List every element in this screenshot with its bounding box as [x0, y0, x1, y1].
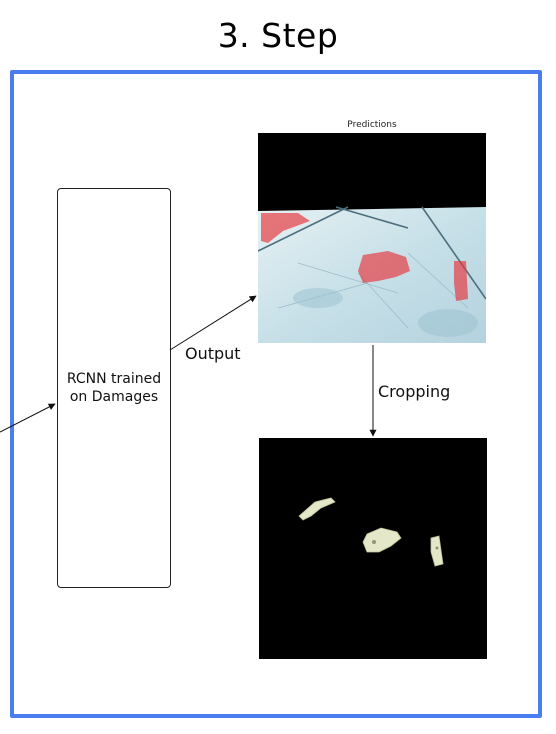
cropped-photo [259, 438, 487, 659]
rcnn-model-label: RCNN trained on Damages [66, 371, 162, 405]
cropped-damage-1 [298, 497, 336, 521]
output-label: Output [185, 344, 241, 363]
damage-mask-1 [261, 213, 310, 243]
damage-mask-2 [358, 251, 410, 283]
cropped-damage-3 [430, 535, 444, 567]
predictions-caption: Predictions [347, 120, 397, 130]
input-arrow [0, 403, 56, 433]
output-arrow [169, 295, 257, 351]
cropping-label: Cropping [378, 382, 451, 401]
step-frame [10, 70, 542, 718]
cropped-damage-2 [362, 527, 402, 553]
predictions-photo [257, 133, 487, 343]
predictions-image [257, 133, 487, 343]
step-title: 3. Step [217, 16, 339, 55]
rcnn-model-box: RCNN trained on Damages [57, 188, 171, 588]
damage-mask-3 [454, 261, 468, 301]
cropped-image [259, 438, 487, 659]
